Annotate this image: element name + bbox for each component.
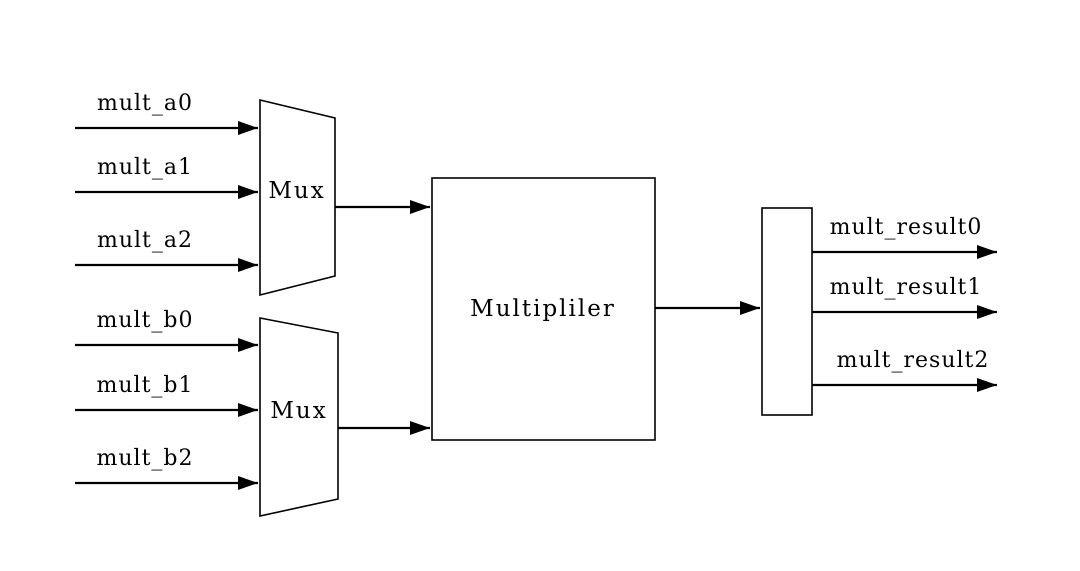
output-result1-label: mult_result1 — [830, 275, 983, 300]
output-result2: mult_result2 — [812, 348, 997, 392]
mux-b-shape — [259, 317, 339, 517]
multiplier-shape — [431, 177, 656, 441]
mux-b-label: Mux — [270, 398, 327, 424]
input-a1-label: mult_a1 — [97, 155, 193, 180]
output-result2-label: mult_result2 — [837, 348, 990, 373]
mux-a-label: Mux — [268, 178, 325, 204]
mux-a-shape — [259, 98, 336, 297]
output-result0: mult_result0 — [812, 215, 997, 259]
mux-a-block: Mux — [259, 98, 430, 297]
input-b0-label: mult_b0 — [97, 308, 194, 333]
input-b2-label: mult_b2 — [97, 446, 194, 471]
mux-b-block: Mux — [259, 317, 430, 517]
input-a1: mult_a1 — [75, 155, 258, 199]
input-a2-label: mult_a2 — [97, 228, 193, 253]
output-splitter-block — [761, 207, 813, 416]
input-a2: mult_a2 — [75, 228, 258, 272]
output-result0-label: mult_result0 — [830, 215, 983, 240]
output-result1: mult_result1 — [812, 275, 997, 319]
input-a0: mult_a0 — [75, 91, 258, 135]
output-splitter-shape — [761, 207, 813, 416]
input-b2: mult_b2 — [75, 446, 258, 490]
input-b0: mult_b0 — [75, 308, 258, 352]
multiplier-block: Multipliler — [431, 177, 760, 441]
multiplier-label: Multipliler — [470, 296, 616, 322]
input-b1-label: mult_b1 — [97, 373, 194, 398]
input-a0-label: mult_a0 — [97, 91, 193, 116]
input-b1: mult_b1 — [75, 373, 258, 417]
